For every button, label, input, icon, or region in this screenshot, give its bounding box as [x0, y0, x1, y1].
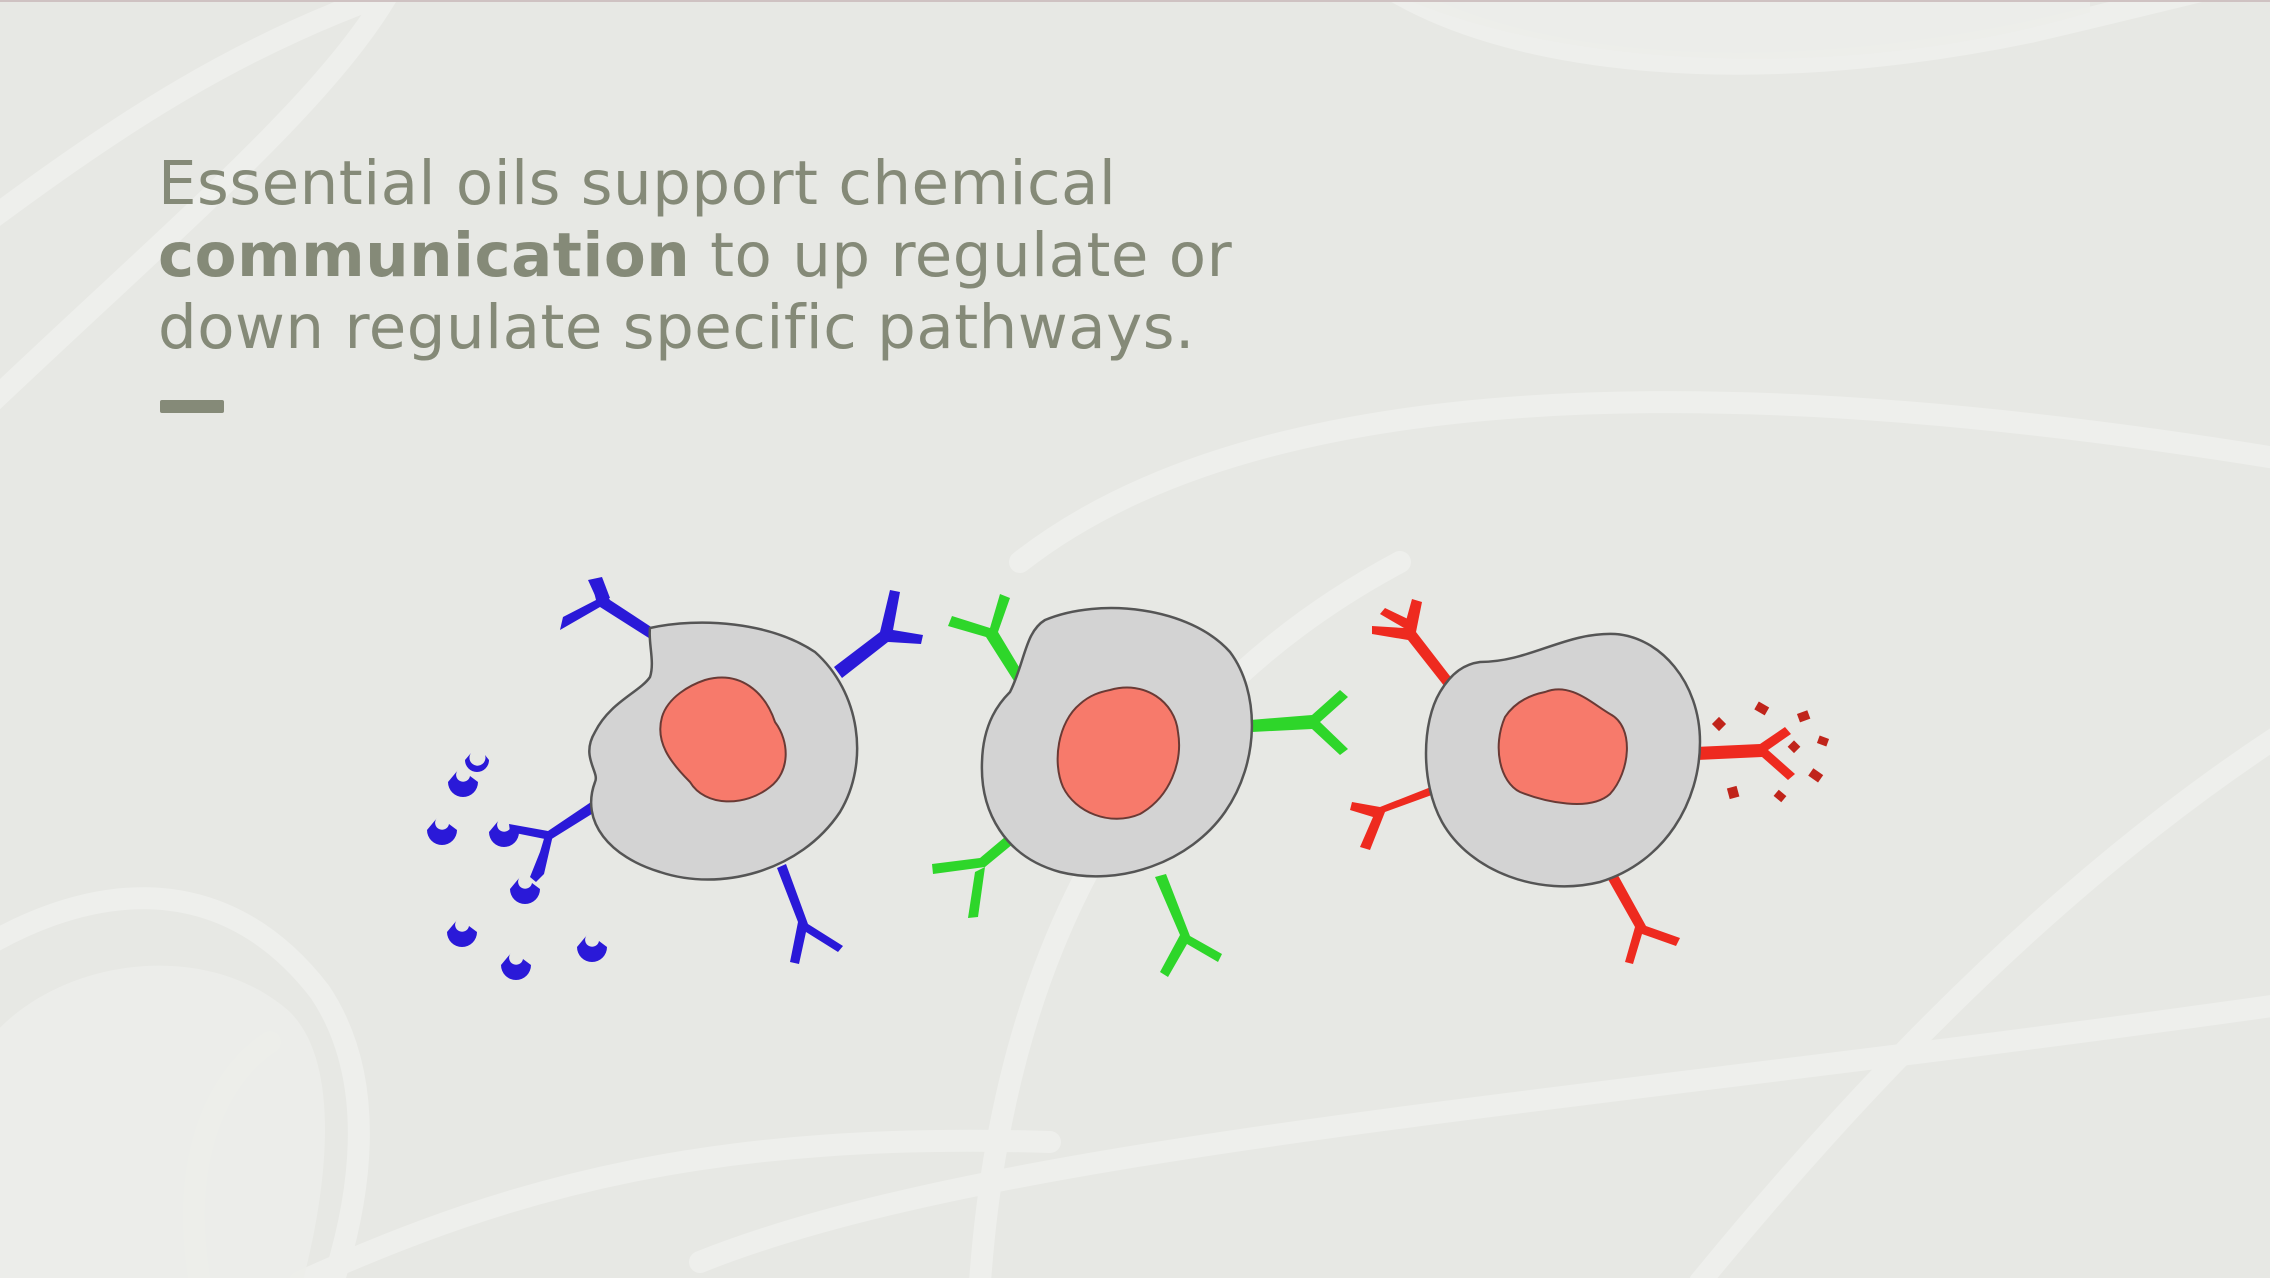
- accent-bar: [160, 400, 224, 413]
- green-receptors: [932, 594, 1348, 977]
- headline: Essential oils support chemical communic…: [158, 148, 1458, 364]
- green-cell: [932, 594, 1348, 977]
- headline-line-2-rest: to up regulate or: [690, 220, 1233, 291]
- blue-ligands: [427, 753, 607, 980]
- blue-receptors: [509, 577, 923, 964]
- blue-cell: [427, 577, 923, 980]
- blue-cell-nucleus: [659, 676, 787, 803]
- red-ligand-fragments: [1711, 701, 1830, 803]
- headline-line-3: down regulate specific pathways.: [158, 292, 1195, 363]
- red-receptors: [1350, 599, 1795, 964]
- headline-bold-word: communication: [158, 220, 691, 291]
- red-cell-nucleus: [1497, 688, 1628, 805]
- headline-line-1: Essential oils support chemical: [158, 148, 1117, 219]
- green-cell-nucleus: [1056, 686, 1180, 820]
- red-cell: [1350, 599, 1830, 964]
